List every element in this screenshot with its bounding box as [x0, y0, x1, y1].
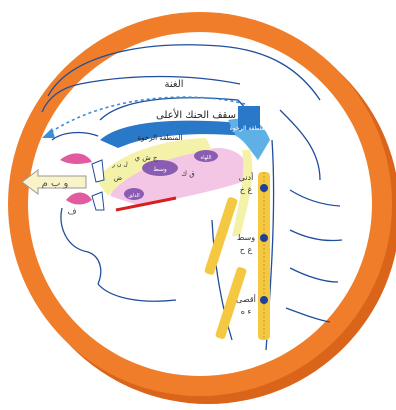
throat-marker-upper: [260, 184, 268, 192]
label-soft-region-left: المنطقة الرخوة: [137, 134, 182, 142]
label-throat-top: أدنى: [239, 172, 254, 182]
label-tongue-tip: الذلق: [128, 193, 139, 199]
label-letters-b: ق ك: [181, 170, 194, 178]
label-throat-low-letters: ء ه: [241, 307, 252, 316]
label-throat-top-letters: غ خ: [240, 185, 253, 194]
label-nasal: الغنة: [164, 79, 183, 90]
label-soft-region-box: المنطقة الرخوة: [230, 125, 269, 132]
label-letters-d: ل ن ر: [111, 161, 127, 168]
label-throat-mid: وسط: [237, 233, 255, 242]
label-letters-c: ض: [114, 174, 122, 182]
label-letters-a: ج ش ي: [135, 154, 158, 162]
throat-marker-lower: [260, 296, 268, 304]
label-throat-mid-letters: ع ح: [240, 245, 253, 254]
throat-column: [258, 172, 270, 340]
label-throat-low: أقصى: [236, 294, 256, 304]
label-hard-palate: سقف الحنك الأعلى: [156, 108, 236, 121]
throat-marker-middle: [260, 234, 268, 242]
label-lips: و ب م: [42, 178, 69, 189]
label-uvula: اللهاة: [200, 155, 211, 161]
label-lower-lip: ف: [67, 207, 76, 217]
label-tongue-mid: وسط: [153, 166, 167, 173]
